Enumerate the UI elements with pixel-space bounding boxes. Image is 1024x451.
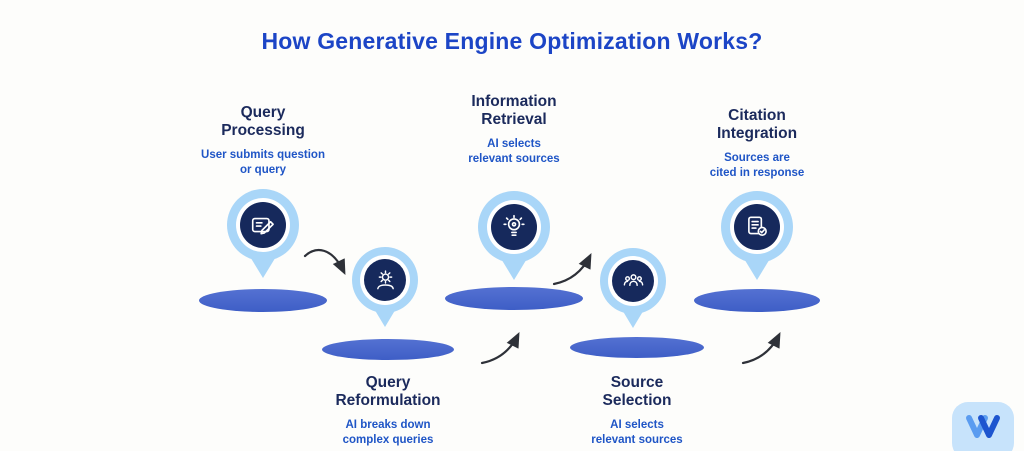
- platform-source-selection: [570, 337, 704, 358]
- pin-head: [721, 191, 793, 263]
- arrow-step1-to-step2: [303, 248, 346, 275]
- page-title: How Generative Engine Optimization Works…: [261, 28, 763, 54]
- arrow-step4-to-step5: [741, 332, 781, 365]
- step-title: Source Selection: [602, 374, 672, 409]
- step-description: Sources are cited in response: [709, 151, 805, 180]
- pin-citation-integration: [721, 191, 793, 280]
- pin-tip: [500, 257, 528, 280]
- pin-information-retrieval: [478, 191, 550, 280]
- step-source-selection-text: Source Selection AI selects relevant sou…: [537, 374, 737, 449]
- lightbulb-idea-icon: [491, 204, 537, 250]
- step-query-reformulation-text: Query Reformulation AI breaks down compl…: [288, 374, 488, 449]
- step-description: AI selects relevant sources: [468, 137, 560, 166]
- step-title: Citation Integration: [716, 107, 798, 142]
- step-query-processing-text: Query Processing User submits question o…: [163, 104, 363, 179]
- pin-head: [478, 191, 550, 263]
- pin-tip: [743, 257, 771, 280]
- step-information-retrieval-text: Information Retrieval AI selects relevan…: [414, 93, 614, 168]
- pin-query-processing: [227, 189, 299, 278]
- platform-citation-integration: [694, 289, 820, 312]
- platform-query-processing: [199, 289, 327, 312]
- step-title: Query Processing: [221, 104, 305, 139]
- pin-head: [352, 247, 418, 313]
- step-description: AI breaks down complex queries: [342, 418, 434, 447]
- step-description: AI selects relevant sources: [591, 418, 683, 447]
- step-citation-integration-text: Citation Integration Sources are cited i…: [657, 107, 857, 182]
- writesonic-logo: [952, 402, 1014, 451]
- step-title: Information Retrieval: [471, 93, 557, 128]
- people-group-icon: [612, 260, 654, 302]
- w-mark-icon: [966, 415, 1000, 438]
- platform-information-retrieval: [445, 287, 583, 310]
- pin-source-selection: [600, 248, 666, 328]
- pin-head: [227, 189, 299, 261]
- platform-query-reformulation: [322, 339, 454, 360]
- arrow-step2-to-step3: [480, 332, 520, 365]
- pin-tip: [249, 255, 277, 278]
- cited-document-icon: [734, 204, 780, 250]
- pin-head: [600, 248, 666, 314]
- edit-query-icon: [240, 202, 286, 248]
- pin-query-reformulation: [352, 247, 418, 327]
- step-title: Query Reformulation: [335, 374, 441, 409]
- gear-hands-icon: [364, 259, 406, 301]
- step-description: User submits question or query: [201, 148, 325, 177]
- arrow-step3-to-step4: [552, 253, 592, 286]
